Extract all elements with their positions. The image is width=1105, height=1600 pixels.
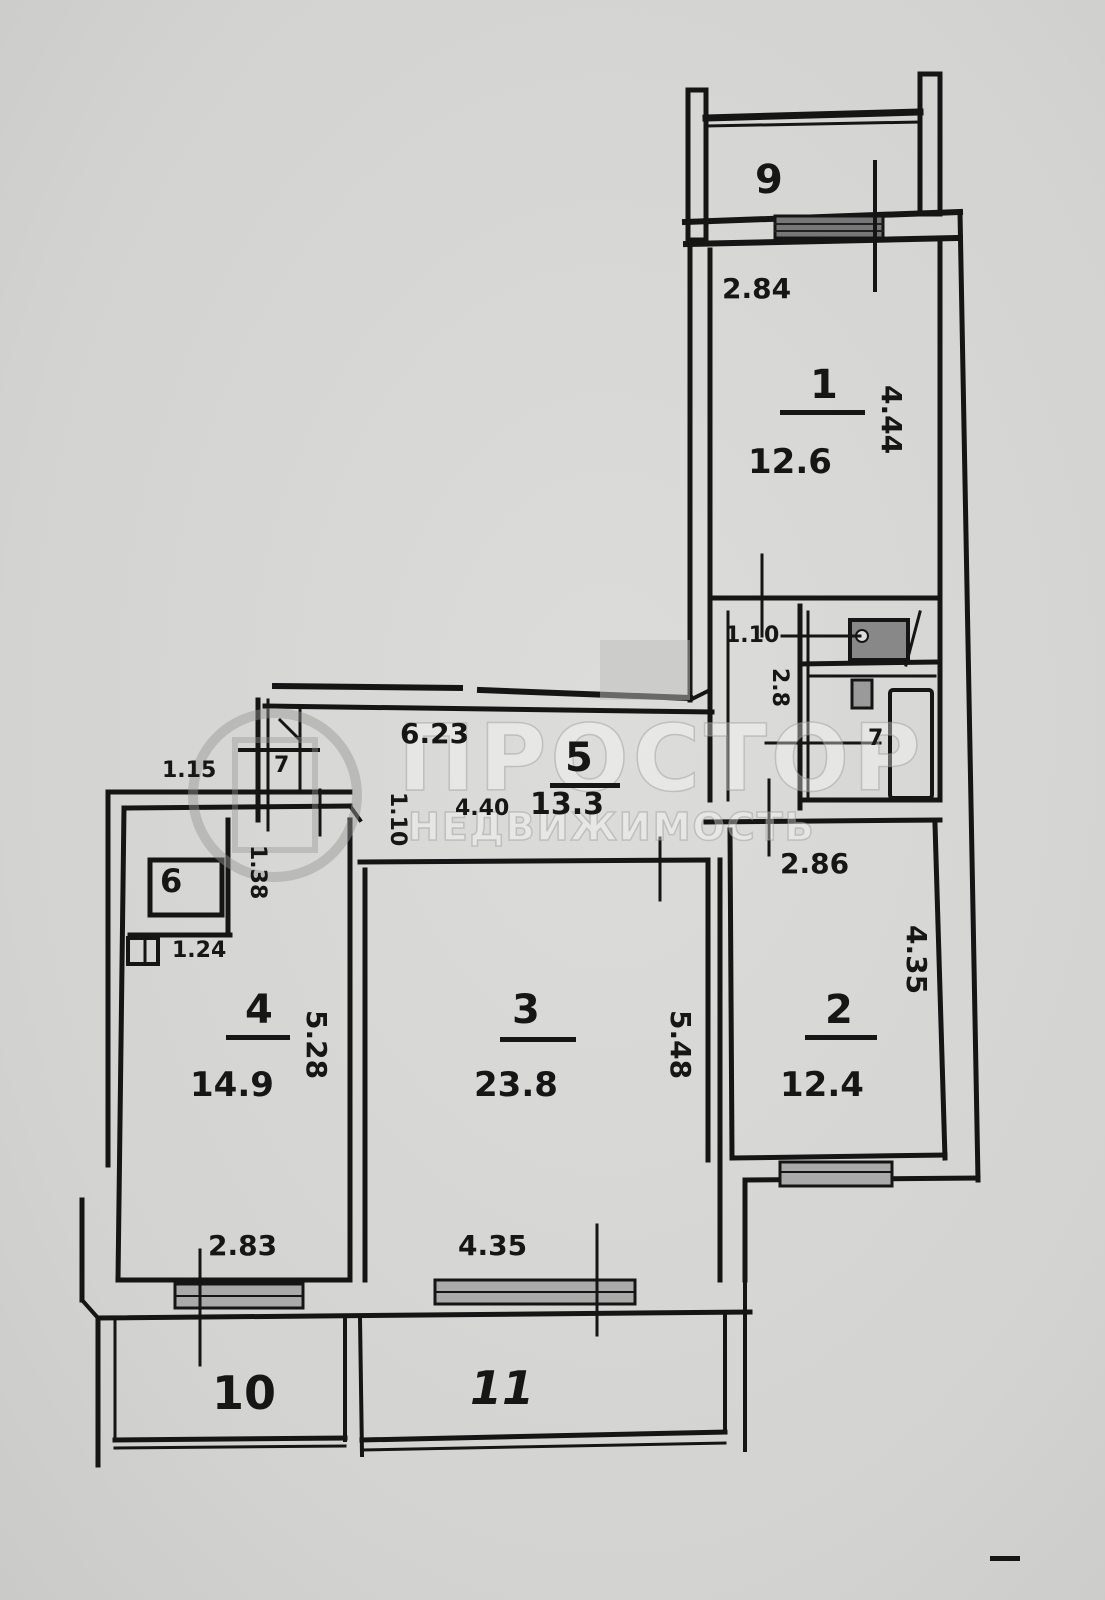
room-3-fraction-bar [500,1037,576,1042]
balcony-9-post-right [917,71,943,217]
watermark-brand: ПРОСТОР [397,704,925,813]
room-2-label: 2 [825,987,853,1033]
room-4-fraction-bar [226,1035,290,1040]
room-1-label: 1 [810,362,838,408]
room-5-fraction-bar [550,783,620,788]
room-8-dim: 1.24 [172,938,227,963]
watermark-logo-icon [188,708,362,882]
bath-length: 2.8 [767,668,792,707]
room-1-width: 2.84 [722,272,792,305]
bath-width: 1.10 [725,623,780,648]
room-3-length: 5.48 [664,1010,697,1080]
room-4-area: 14.9 [190,1065,274,1105]
room-7-label: 7 [274,753,290,778]
room-5-depth: 1.10 [385,792,410,847]
room-1-length: 4.44 [875,385,908,455]
room-10-label: 10 [212,1366,277,1420]
room-6-label: 6 [160,862,183,900]
room-2-length: 4.35 [900,925,933,995]
watermark-subtitle: НЕДВИЖИМОСТЬ [407,804,816,850]
bath-tag: 7 [868,726,884,751]
room-1-fraction-bar [780,410,865,415]
room-3-area: 23.8 [474,1065,558,1105]
room-11-label: 11 [470,1361,535,1415]
room-5-area: 13.3 [530,787,605,822]
room-2-width: 2.86 [780,847,850,880]
room-6-dim: 1.38 [245,845,270,900]
room-4-width: 2.83 [208,1229,278,1262]
room-4-length: 5.28 [300,1010,333,1080]
room-5-width2: 4.40 [455,796,510,821]
closet-dim: 1.15 [162,758,217,783]
room-5-width: 6.23 [400,717,470,750]
room-9-label: 9 [755,157,783,203]
room-3-label: 3 [512,987,540,1033]
room-2-fraction-bar [805,1035,877,1040]
room-4-label: 4 [245,987,273,1033]
room-5-label: 5 [565,735,593,781]
room-3-width: 4.35 [458,1229,528,1262]
room-1-area: 12.6 [748,442,832,482]
balcony-9-post-left [685,87,709,243]
room-2-area: 12.4 [780,1065,864,1105]
